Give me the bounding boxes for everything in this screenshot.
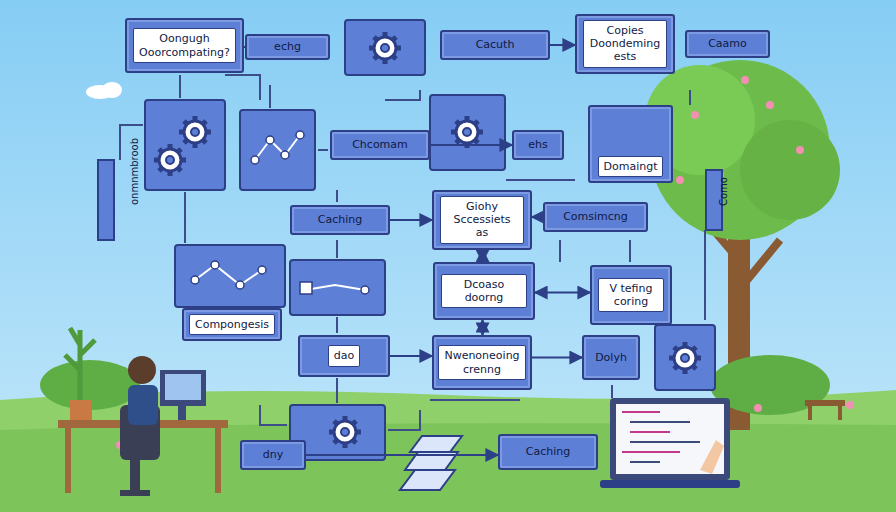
process-box: ehs xyxy=(512,130,564,160)
connector-arrow xyxy=(532,216,543,218)
box-label: Comsimcng xyxy=(563,210,628,223)
process-box: dao xyxy=(298,335,390,377)
process-box: Copies Doondeming ests xyxy=(575,14,675,74)
side-label: Como xyxy=(717,177,728,206)
box-label: Oongugh Ooorcompating? xyxy=(133,28,236,62)
connector-arrow xyxy=(535,292,590,294)
process-box: Compongesis xyxy=(182,308,282,341)
process-box: Cacuth xyxy=(440,30,550,60)
process-box: echg xyxy=(245,34,330,60)
connector-arrow xyxy=(390,355,432,357)
connector-arrow xyxy=(550,44,575,46)
box-label: Nwenoneoing crenng xyxy=(438,345,525,379)
connector-arrow xyxy=(482,250,484,262)
box-label: Caamo xyxy=(708,37,747,50)
process-box: Dcoaso doorng xyxy=(433,262,535,320)
connector-arrow xyxy=(532,357,582,359)
process-box: Caching xyxy=(290,205,390,235)
box-label: Dcoaso doorng xyxy=(441,274,527,308)
process-box: dny xyxy=(240,440,306,470)
box-label: Cacuth xyxy=(476,38,515,51)
box-label: echg xyxy=(274,40,301,53)
box-label: Dolyh xyxy=(595,351,627,364)
process-box: Nwenoneoing crenng xyxy=(432,335,532,390)
box-label: dny xyxy=(263,448,283,461)
box-label: Caching xyxy=(526,445,570,458)
process-box: Domaingt xyxy=(588,105,673,183)
box-label: dao xyxy=(328,345,360,366)
connector-arrow xyxy=(306,454,498,456)
side-label: onmnmbroob xyxy=(129,138,140,205)
process-box: Comsimcng xyxy=(543,202,648,232)
process-box: V tefing coring xyxy=(590,265,672,325)
box-label: Domaingt xyxy=(598,156,664,177)
connector-arrow xyxy=(482,320,484,335)
process-box: Caamo xyxy=(685,30,770,58)
box-label: ehs xyxy=(528,138,547,151)
box-label: V tefing coring xyxy=(598,278,664,312)
process-box: Caching xyxy=(498,434,598,470)
box-label: Caching xyxy=(318,213,362,226)
process-box: Giohy Sccessiets as xyxy=(432,190,532,250)
process-box: Oongugh Ooorcompating? xyxy=(125,18,244,73)
connector-arrow xyxy=(430,144,512,146)
process-box: Chcomam xyxy=(330,130,430,160)
process-box: Dolyh xyxy=(582,335,640,380)
connector-arrow xyxy=(390,219,432,221)
box-label: Copies Doondeming ests xyxy=(583,20,667,68)
box-label: Compongesis xyxy=(189,314,275,335)
box-label: Chcomam xyxy=(352,138,408,151)
box-label: Giohy Sccessiets as xyxy=(440,196,524,244)
